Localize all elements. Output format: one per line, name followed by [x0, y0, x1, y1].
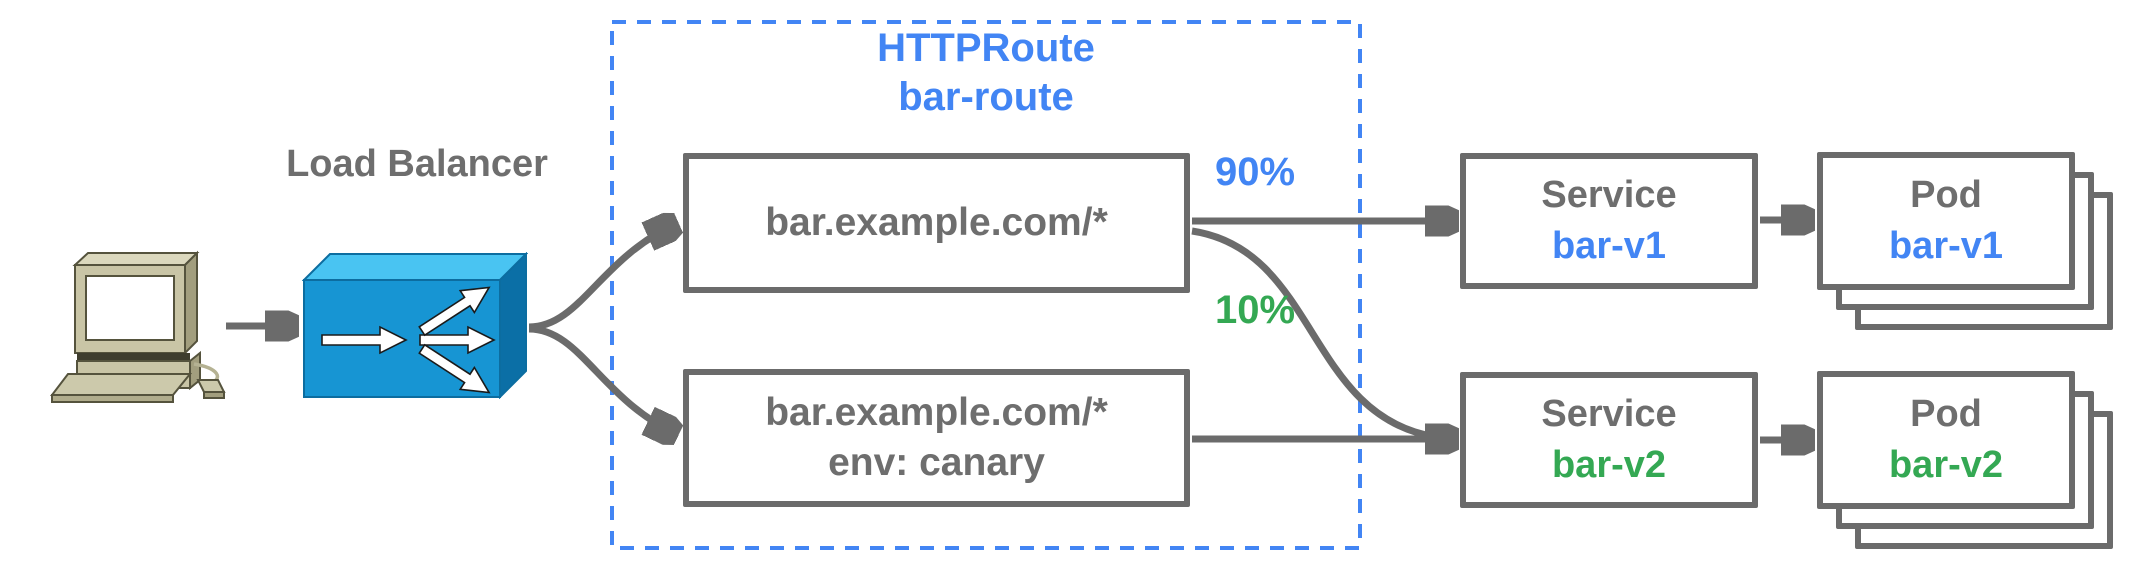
lb-top-face: [301, 253, 529, 281]
pod-bar-v1: Pod bar-v1: [1817, 152, 2075, 290]
pod-stack-bar-v2: Pod bar-v2: [1817, 371, 2119, 553]
httproute-name: bar-route: [898, 75, 1074, 119]
rule1-match: bar.example.com/*: [765, 201, 1108, 244]
client-computer-icon: [42, 246, 237, 411]
pod2-name: bar-v2: [1888, 444, 2004, 486]
service1-name: bar-v1: [1551, 225, 1667, 267]
pod-stack-bar-v1: Pod bar-v1: [1817, 152, 2119, 334]
arrow-loadbalancer-to-rule1: [528, 224, 676, 331]
monitor-top-face: [72, 252, 200, 266]
mouse-front: [203, 391, 225, 399]
arrow-loadbalancer-to-rule2: [528, 325, 676, 434]
monitor-side-face: [184, 250, 198, 356]
load-balancer-icon: [301, 251, 529, 400]
load-balancer-label: Load Balancer: [286, 143, 548, 185]
service2-name: bar-v2: [1551, 444, 1667, 486]
route-rule-2: bar.example.com/* env: canary: [683, 369, 1190, 507]
pod-bar-v2: Pod bar-v2: [1817, 371, 2075, 509]
rule2-match: bar.example.com/*: [765, 391, 1108, 434]
service2-kind: Service: [1541, 393, 1677, 435]
pod2-kind: Pod: [1910, 393, 1982, 435]
keyboard-top: [49, 373, 193, 396]
weight-90-label: 90%: [1214, 150, 1296, 194]
httproute-group-border: [610, 20, 1362, 550]
rule2-header-match: env: canary: [828, 441, 1045, 484]
httproute-kind: HTTPRoute: [877, 26, 1095, 70]
monitor-screen: [85, 275, 175, 341]
lb-split-arrows: [321, 286, 496, 394]
curve-rule1-to-service2: [1191, 227, 1437, 441]
service1-kind: Service: [1541, 174, 1677, 216]
weight-10-label: 10%: [1214, 288, 1296, 332]
keyboard-front: [51, 394, 174, 403]
computer-base-shadow: [77, 353, 190, 361]
pod1-name: bar-v1: [1888, 225, 2004, 267]
lb-side-face: [499, 251, 527, 400]
mouse-icon: [196, 379, 226, 393]
pod1-kind: Pod: [1910, 174, 1982, 216]
service-bar-v2: Service bar-v2: [1460, 372, 1758, 508]
route-rule-1: bar.example.com/*: [683, 153, 1190, 293]
httproute-title: HTTPRoute bar-route: [612, 24, 1360, 122]
service-bar-v1: Service bar-v1: [1460, 153, 1758, 289]
